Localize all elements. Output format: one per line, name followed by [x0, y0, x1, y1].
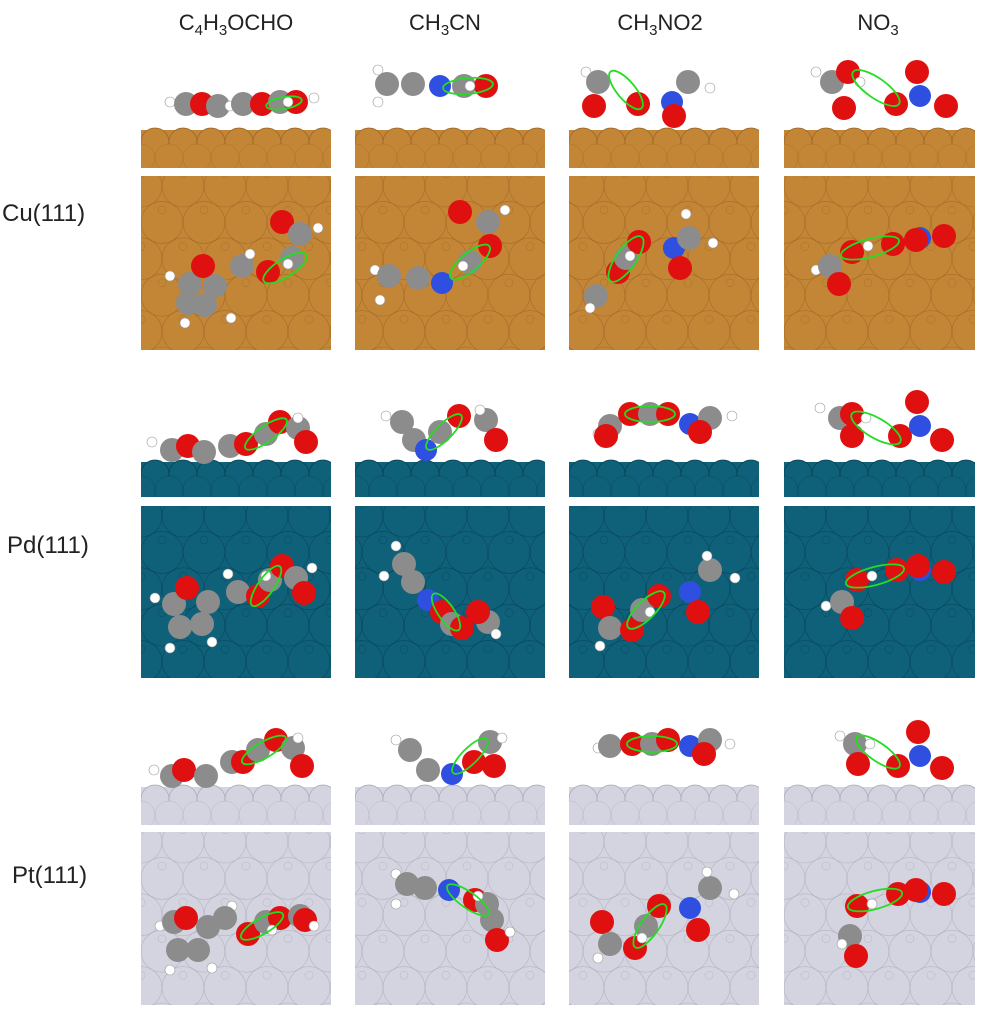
side-view-cu111-no3 — [784, 120, 975, 168]
top-view-pt111-no3 — [784, 832, 975, 1005]
top-view-cu111-ch3no2 — [569, 176, 759, 350]
surface-slab-icon — [784, 127, 975, 168]
molecule-pt111-c4h3ocho-top — [154, 900, 320, 976]
side-view-pt111-ch3cn — [355, 777, 545, 825]
molecule-pt111-c4h3ocho-side — [148, 728, 314, 788]
surface-slab-icon — [141, 784, 331, 825]
row-label-pt111: Pt(111) — [12, 862, 88, 889]
molecule-pd111-ch3no2-top — [591, 550, 741, 652]
side-view-pd111-ch3cn — [355, 452, 545, 497]
side-view-cu111-ch3no2 — [569, 120, 759, 168]
molecule-pt111-ch3no2-top — [590, 866, 740, 964]
molecule-cu111-ch3cn-top — [369, 200, 511, 306]
top-view-pt111-ch3cn — [355, 832, 545, 1005]
surface-lattice-icon — [355, 506, 545, 678]
column-title-ch3no2: CH3NO2 — [617, 10, 703, 39]
molecule-pt111-no3-top — [836, 878, 956, 968]
column-title-no3: NO3 — [857, 10, 899, 39]
molecule-pd111-ch3cn-side — [380, 404, 508, 461]
molecule-pt111-ch3cn-side — [390, 730, 508, 785]
molecule-pt111-ch3no2-side — [592, 728, 736, 766]
molecule-cu111-no3-side — [810, 60, 958, 120]
molecule-cu111-c4h3ocho-top — [164, 210, 324, 329]
top-view-cu111-ch3cn — [355, 176, 545, 350]
molecule-pd111-no3-top — [820, 554, 956, 630]
surface-lattice-icon — [355, 832, 545, 1005]
column-title-c4h3ocho: C4H3OCHO — [178, 10, 294, 39]
surface-slab-icon — [784, 459, 975, 497]
side-view-cu111-ch3cn — [355, 120, 545, 168]
molecule-pt111-no3-side — [834, 720, 954, 780]
molecule-pd111-ch3cn-top — [378, 540, 502, 640]
surface-lattice-icon — [784, 832, 975, 1005]
surface-lattice-icon — [355, 176, 545, 350]
row-label-cu111: Cu(111) — [2, 200, 86, 227]
surface-slab-icon — [141, 127, 331, 168]
surface-slab-icon — [355, 784, 545, 825]
surface-slab-icon — [355, 127, 545, 168]
side-view-cu111-c4h3ocho — [141, 120, 331, 168]
side-view-pd111-no3 — [784, 452, 975, 497]
surface-slab-icon — [569, 127, 759, 168]
molecule-pd111-ch3no2-side — [592, 402, 738, 448]
surface-slab-icon — [569, 784, 759, 825]
molecule-cu111-ch3no2-side — [580, 66, 716, 128]
surface-lattice-icon — [784, 506, 975, 678]
side-view-pt111-ch3no2 — [569, 777, 759, 825]
side-view-pd111-ch3no2 — [569, 452, 759, 497]
surface-slab-icon — [141, 459, 331, 497]
molecule-cu111-ch3cn-side — [372, 64, 498, 108]
surface-lattice-icon — [569, 176, 759, 350]
column-title-ch3cn: CH3CN — [409, 10, 481, 39]
side-view-pt111-no3 — [784, 777, 975, 825]
surface-slab-icon — [569, 459, 759, 497]
surface-slab-icon — [355, 459, 545, 497]
molecule-pd111-c4h3ocho-top — [149, 554, 318, 654]
side-view-pt111-c4h3ocho — [141, 777, 331, 825]
molecule-cu111-no3-top — [810, 224, 956, 296]
molecule-cu111-ch3no2-top — [584, 208, 719, 314]
molecule-pd111-no3-side — [814, 390, 954, 452]
molecule-cu111-c4h3ocho-side — [164, 90, 320, 118]
side-view-pd111-c4h3ocho — [141, 452, 331, 497]
molecule-pd111-c4h3ocho-side — [146, 410, 318, 464]
top-view-pd111-ch3cn — [355, 506, 545, 678]
molecule-pt111-ch3cn-top — [390, 868, 516, 952]
surface-slab-icon — [784, 784, 975, 825]
top-view-pd111-no3 — [784, 506, 975, 678]
row-label-pd111: Pd(111) — [7, 532, 89, 559]
